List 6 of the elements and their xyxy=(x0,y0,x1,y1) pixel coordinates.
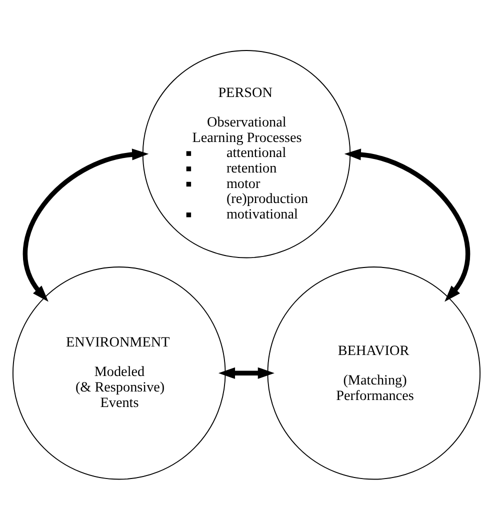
node-circle: ENVIRONMENT Modeled (& Responsive) Events xyxy=(12,266,226,480)
arrow xyxy=(23,148,149,302)
arrow xyxy=(218,367,274,379)
node-circle: PERSON Observational Learning Processes attentional retention motor (re)production motivational xyxy=(142,50,351,258)
node-circle: BEHAVIOR (Matching) Performances xyxy=(267,266,480,480)
arrow xyxy=(344,148,470,302)
